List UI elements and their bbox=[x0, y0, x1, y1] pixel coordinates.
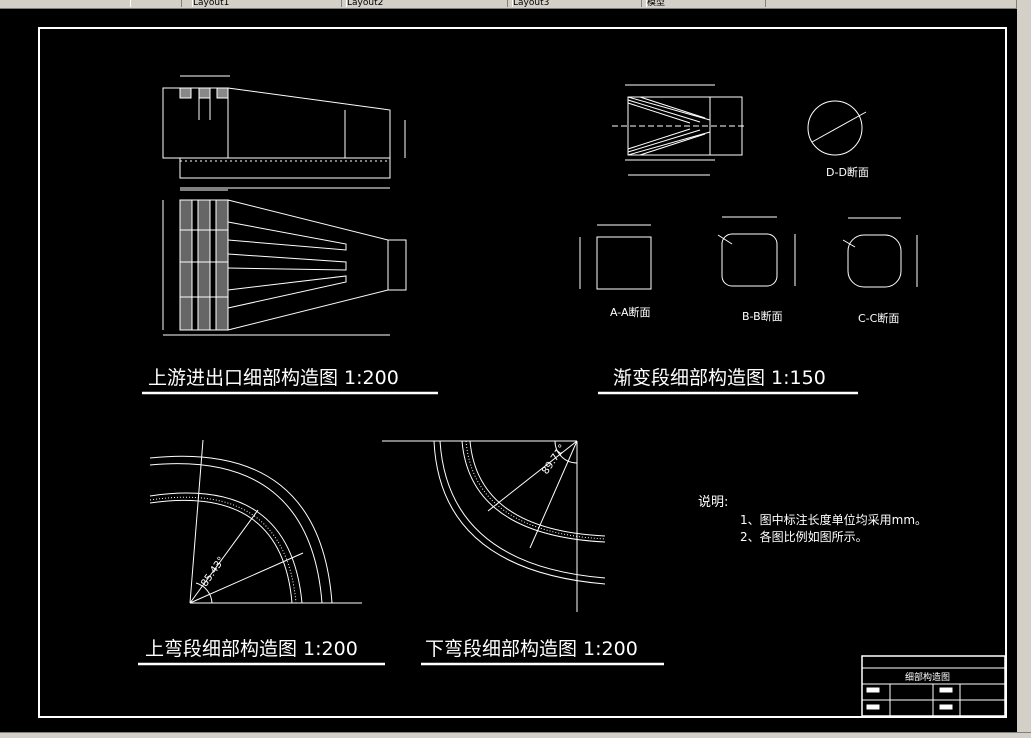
transition-longitudinal bbox=[612, 84, 745, 176]
upstream-plan bbox=[162, 189, 407, 336]
notes-line-1: 1、图中标注长度单位均采用mm。 bbox=[740, 512, 927, 527]
section-d-drawing bbox=[807, 100, 867, 156]
tab-layout3[interactable]: Layout3 bbox=[512, 0, 642, 7]
drawing-sheet: D-D断面 A-A断面 B-B断面 C-C断面 上游进出口细部构造图 1:200… bbox=[38, 27, 1007, 718]
lower-bend-angle: 89.71° bbox=[540, 443, 568, 477]
upstream-elevation bbox=[162, 75, 406, 189]
upper-bend-drawing bbox=[149, 439, 362, 604]
notes-line-2: 2、各图比例如图所示。 bbox=[740, 529, 868, 544]
section-a-label: A-A断面 bbox=[610, 305, 651, 319]
tab-layout1[interactable]: Layout1 bbox=[192, 0, 342, 7]
section-d-label: D-D断面 bbox=[826, 165, 869, 179]
vertical-scrollbar[interactable] bbox=[1016, 0, 1031, 738]
sheet-border bbox=[38, 27, 1007, 718]
horizontal-scrollbar[interactable] bbox=[0, 732, 1031, 738]
section-b-label: B-B断面 bbox=[742, 309, 783, 323]
toolbar-icons[interactable] bbox=[130, 0, 182, 7]
notes-heading: 说明: bbox=[698, 495, 728, 510]
lower-bend-view-title: 下弯段细部构造图 1:200 bbox=[425, 638, 638, 660]
section-b-drawing bbox=[717, 216, 796, 287]
title-block bbox=[861, 655, 1006, 717]
upper-bend-angle: 85.43° bbox=[199, 555, 227, 589]
layout-tab-bar: Layout1 Layout2 Layout3 模型 bbox=[0, 0, 1031, 9]
tab-layout2[interactable]: Layout2 bbox=[346, 0, 508, 7]
drawing-canvas[interactable]: D-D断面 A-A断面 B-B断面 C-C断面 上游进出口细部构造图 1:200… bbox=[0, 9, 1017, 733]
transition-view-title: 渐变段细部构造图 1:150 bbox=[613, 367, 826, 389]
upper-bend-view-title: 上弯段细部构造图 1:200 bbox=[145, 638, 358, 660]
upstream-view-title: 上游进出口细部构造图 1:200 bbox=[148, 367, 399, 389]
section-c-drawing bbox=[842, 217, 918, 288]
title-block-drawing-name: 细部构造图 bbox=[905, 671, 950, 683]
lower-bend-drawing bbox=[382, 440, 606, 612]
section-c-label: C-C断面 bbox=[858, 311, 899, 325]
tab-model[interactable]: 模型 bbox=[646, 0, 766, 7]
section-a-drawing bbox=[579, 224, 652, 290]
